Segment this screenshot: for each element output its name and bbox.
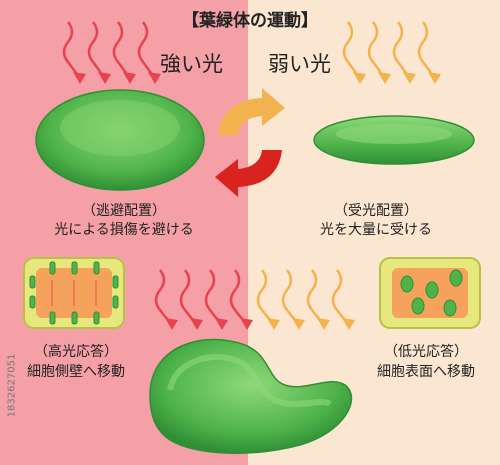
strong-light-label: 強い光 — [160, 52, 223, 76]
chloroplast-accumulation — [313, 115, 475, 165]
strong-light-arrows-bottom — [154, 269, 246, 323]
cell-high-light — [23, 257, 125, 329]
high-light-response-description: 細胞側壁へ移動 — [27, 364, 125, 380]
weak-light-arrowheads-top — [353, 72, 441, 84]
weak-light-arrows-top — [342, 21, 435, 77]
avoidance-title: （逃避配置） — [82, 203, 166, 219]
stock-id: 1832627051 — [6, 353, 18, 418]
weak-light-arrows-bottom — [256, 269, 348, 323]
weak-light-label: 弱い光 — [268, 52, 331, 76]
high-light-response-title: （高光応答） — [34, 344, 118, 360]
weak-light-arrowheads-bottom — [267, 318, 355, 330]
low-light-response-title: （低光応答） — [384, 344, 468, 360]
page-title: 【葉緑体の運動】 — [182, 11, 318, 31]
strong-light-arrowheads-top — [73, 72, 161, 84]
accumulation-description: 光を大量に受ける — [320, 222, 432, 238]
cycle-arrow-orange — [218, 88, 285, 135]
avoidance-description: 光による損傷を避ける — [54, 222, 194, 238]
low-light-response-description: 細胞表面へ移動 — [377, 364, 475, 380]
cell-low-light — [379, 257, 481, 329]
chloroplast-avoidance — [35, 89, 205, 191]
chloroplast-curved — [149, 338, 353, 454]
accumulation-title: （受光配置） — [334, 203, 418, 219]
cycle-arrow-red — [215, 150, 282, 197]
strong-light-arrowheads-bottom — [165, 318, 253, 330]
strong-light-arrows-top — [62, 21, 155, 77]
